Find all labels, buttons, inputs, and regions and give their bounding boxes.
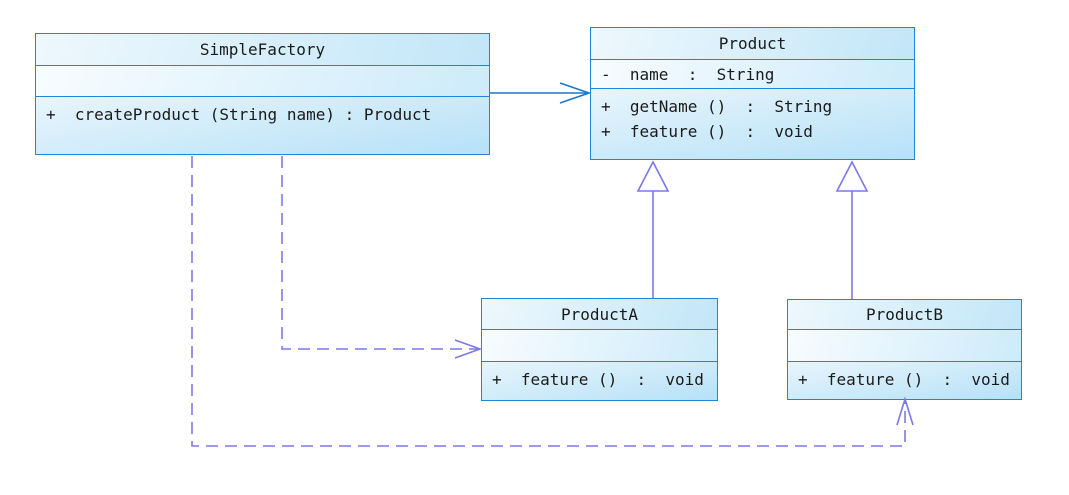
class-title-producta: ProductA bbox=[482, 299, 717, 329]
hollow-triangle-arrowhead-icon bbox=[636, 160, 670, 192]
method-row: + getName () : String bbox=[601, 97, 833, 116]
class-attributes-productb bbox=[788, 329, 1021, 361]
generalization-productb-to-product[interactable] bbox=[835, 160, 869, 299]
class-methods-simplefactory: + createProduct (String name) : Product bbox=[36, 96, 489, 154]
association-simplefactory-to-product[interactable] bbox=[490, 82, 592, 104]
open-arrowhead-icon bbox=[896, 396, 914, 426]
method-row: + feature () : void bbox=[601, 122, 813, 141]
open-arrowhead-icon bbox=[454, 339, 483, 359]
class-box-producta[interactable]: ProductA + feature () : void bbox=[481, 298, 718, 401]
hollow-triangle-arrowhead-icon bbox=[835, 160, 869, 192]
class-box-productb[interactable]: ProductB + feature () : void bbox=[787, 299, 1022, 400]
dependency-simplefactory-to-producta[interactable] bbox=[281, 156, 483, 359]
class-attributes-product: - name : String bbox=[591, 59, 914, 88]
attribute-row: - name : String bbox=[601, 64, 775, 84]
class-attributes-producta bbox=[482, 329, 717, 361]
method-row: + feature () : void bbox=[798, 370, 1010, 389]
class-title-simplefactory: SimpleFactory bbox=[36, 34, 489, 65]
class-box-product[interactable]: Product - name : String + getName () : S… bbox=[590, 27, 915, 160]
class-methods-producta: + feature () : void bbox=[482, 361, 717, 400]
dependency-line bbox=[281, 156, 478, 350]
method-row: + createProduct (String name) : Product bbox=[46, 105, 432, 124]
class-title-productb: ProductB bbox=[788, 300, 1021, 329]
class-box-simplefactory[interactable]: SimpleFactory + createProduct (String na… bbox=[35, 33, 490, 155]
open-arrowhead-icon bbox=[559, 82, 592, 104]
class-methods-productb: + feature () : void bbox=[788, 361, 1021, 399]
method-row: + feature () : void bbox=[492, 370, 704, 389]
class-methods-product: + getName () : String + feature () : voi… bbox=[591, 88, 914, 159]
class-title-product: Product bbox=[591, 28, 914, 59]
class-attributes-simplefactory bbox=[36, 65, 489, 96]
generalization-producta-to-product[interactable] bbox=[636, 160, 670, 298]
